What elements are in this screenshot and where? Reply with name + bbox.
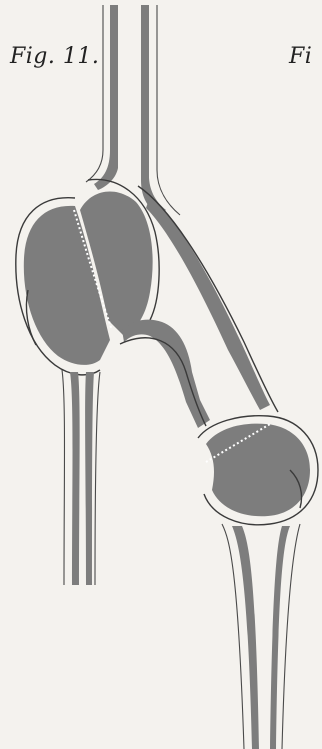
- upper-shaft: [86, 5, 180, 216]
- lower-left-shaft: [62, 370, 100, 585]
- figure-label: Fig. 11.: [10, 44, 99, 69]
- figure-label-partial: Fi: [289, 44, 312, 69]
- lower-right-shaft: [222, 524, 300, 749]
